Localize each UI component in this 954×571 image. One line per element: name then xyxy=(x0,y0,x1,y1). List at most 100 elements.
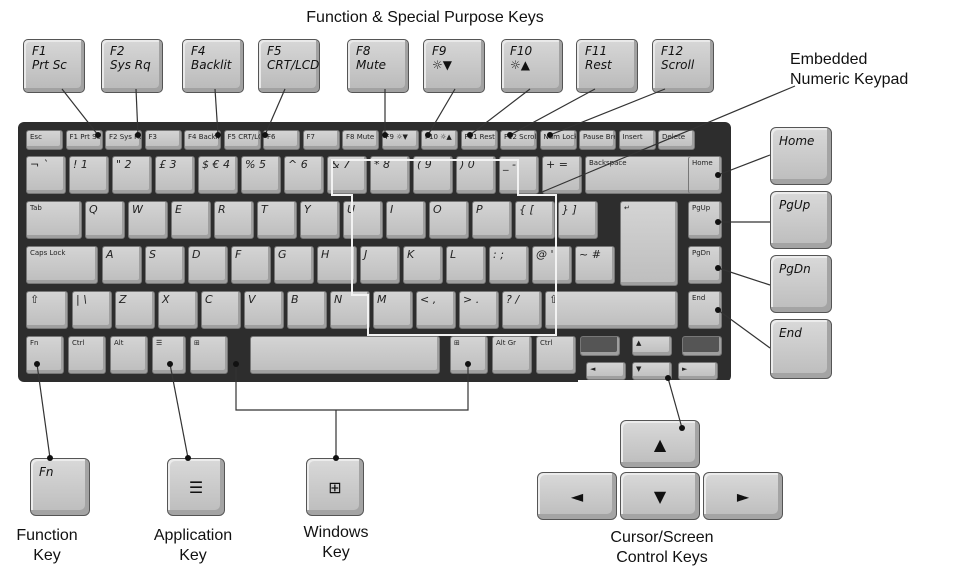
fn-row-key[interactable]: Pause Break xyxy=(579,130,616,150)
fn-row-key[interactable]: F5 CRT/LCD xyxy=(223,130,261,150)
number-row-key[interactable]: % 5 xyxy=(241,156,281,194)
letter-key[interactable]: B xyxy=(287,291,327,329)
fn-row-key[interactable]: F6 xyxy=(263,130,300,150)
ctrl-right-key[interactable]: Ctrl xyxy=(536,336,576,374)
letter-key[interactable]: O xyxy=(429,201,469,239)
fn-row-key[interactable]: F8 Mute xyxy=(342,130,379,150)
application-key[interactable]: ☰ xyxy=(152,336,186,374)
fn-row-key[interactable]: F9 ☼▼ xyxy=(381,130,419,150)
fn-row-key[interactable]: F12 Scroll xyxy=(500,130,537,150)
fn-row-key[interactable]: F7 xyxy=(302,130,340,150)
number-row-key[interactable]: ( 9 xyxy=(413,156,453,194)
fn-row-key[interactable]: F10 ☼▲ xyxy=(421,130,458,150)
number-row-key[interactable]: " 2 xyxy=(112,156,152,194)
number-row-key[interactable]: _ - xyxy=(499,156,539,194)
letter-key[interactable]: X xyxy=(158,291,198,329)
number-row-key[interactable]: & 7 xyxy=(327,156,367,194)
letter-key[interactable]: : ; xyxy=(489,246,529,284)
windows-key-right[interactable]: ⊞ xyxy=(450,336,488,374)
fn-row-key[interactable]: Num Lock xyxy=(539,130,577,150)
backspace-key[interactable]: Backspace xyxy=(585,156,694,194)
letter-key[interactable]: L xyxy=(446,246,486,284)
letter-key[interactable]: V xyxy=(244,291,284,329)
fn-row-key[interactable]: Insert xyxy=(618,130,656,150)
f10-key[interactable]: F10☼▲ xyxy=(501,39,563,93)
fn-row-key[interactable]: F11 Rest xyxy=(460,130,498,150)
letter-key[interactable]: Y xyxy=(300,201,340,239)
number-row-key[interactable]: $ € 4 xyxy=(198,156,238,194)
side-home-key[interactable]: Home xyxy=(688,156,722,194)
space-bar[interactable] xyxy=(250,336,440,374)
arrow-right-key[interactable]: ► xyxy=(678,362,718,380)
arrow-left-key[interactable]: ◄ xyxy=(586,362,626,380)
f9-key[interactable]: F9☼▼ xyxy=(423,39,485,93)
letter-key[interactable]: < , xyxy=(416,291,456,329)
letter-key[interactable]: R xyxy=(214,201,254,239)
windows-key-left[interactable]: ⊞ xyxy=(190,336,228,374)
number-row-key[interactable]: ^ 6 xyxy=(284,156,324,194)
pgup-key[interactable]: PgUp xyxy=(770,191,832,249)
ctrl-key[interactable]: Ctrl xyxy=(68,336,106,374)
arrow-up-key[interactable]: ▲ xyxy=(632,336,672,356)
number-row-key[interactable]: * 8 xyxy=(370,156,410,194)
letter-key[interactable]: } ] xyxy=(558,201,598,239)
letter-key[interactable]: M xyxy=(373,291,413,329)
letter-key[interactable]: > . xyxy=(459,291,499,329)
side-end-key[interactable]: End xyxy=(688,291,722,329)
fn-row-key[interactable]: F1 Prt Sc xyxy=(65,130,103,150)
letter-key[interactable]: G xyxy=(274,246,314,284)
application-key-large[interactable]: ☰ xyxy=(167,458,225,516)
letter-key[interactable]: Q xyxy=(85,201,125,239)
letter-key[interactable]: { [ xyxy=(515,201,555,239)
blank-key[interactable] xyxy=(580,336,620,356)
fn-row-key[interactable]: Delete xyxy=(658,130,695,150)
tab-key[interactable]: Tab xyxy=(26,201,82,239)
fn-row-key[interactable]: F2 Sys Rq xyxy=(105,130,142,150)
letter-key[interactable]: T xyxy=(257,201,297,239)
side-pgup-key[interactable]: PgUp xyxy=(688,201,722,239)
letter-key[interactable]: C xyxy=(201,291,241,329)
fn-row-key[interactable]: Esc xyxy=(26,130,63,150)
number-row-key[interactable]: + = xyxy=(542,156,582,194)
letter-key[interactable]: H xyxy=(317,246,357,284)
arrow-left-key-large[interactable]: ◄ xyxy=(537,472,617,520)
number-row-key[interactable]: ¬ ` xyxy=(26,156,66,194)
letter-key[interactable]: P xyxy=(472,201,512,239)
letter-key[interactable]: U xyxy=(343,201,383,239)
letter-key[interactable]: K xyxy=(403,246,443,284)
fn-key-large[interactable]: Fn xyxy=(30,458,90,516)
left-shift-key[interactable]: ⇧ xyxy=(26,291,68,329)
side-pgdn-key[interactable]: PgDn xyxy=(688,246,722,284)
letter-key[interactable]: N xyxy=(330,291,370,329)
letter-key[interactable]: A xyxy=(102,246,142,284)
letter-key[interactable]: D xyxy=(188,246,228,284)
letter-key[interactable]: S xyxy=(145,246,185,284)
letter-key[interactable]: F xyxy=(231,246,271,284)
fn-row-key[interactable]: F3 xyxy=(144,130,182,150)
letter-key[interactable]: E xyxy=(171,201,211,239)
letter-key[interactable]: | \ xyxy=(72,291,112,329)
arrow-down-key-large[interactable]: ▼ xyxy=(620,472,700,520)
pgdn-key[interactable]: PgDn xyxy=(770,255,832,313)
end-key[interactable]: End xyxy=(770,319,832,379)
letter-key[interactable]: J xyxy=(360,246,400,284)
letter-key[interactable]: @ ' xyxy=(532,246,572,284)
alt-gr-key[interactable]: Alt Gr xyxy=(492,336,532,374)
fn-row-key[interactable]: F4 Backlit xyxy=(184,130,221,150)
home-key[interactable]: Home xyxy=(770,127,832,185)
caps-lock-key[interactable]: Caps Lock xyxy=(26,246,98,284)
alt-key[interactable]: Alt xyxy=(110,336,148,374)
enter-key[interactable]: ↵ xyxy=(620,201,678,286)
letter-key[interactable]: ? / xyxy=(502,291,542,329)
arrow-up-key-large[interactable]: ▲ xyxy=(620,420,700,468)
number-row-key[interactable]: £ 3 xyxy=(155,156,195,194)
number-row-key[interactable]: ! 1 xyxy=(69,156,109,194)
arrow-down-key[interactable]: ▼ xyxy=(632,362,672,380)
